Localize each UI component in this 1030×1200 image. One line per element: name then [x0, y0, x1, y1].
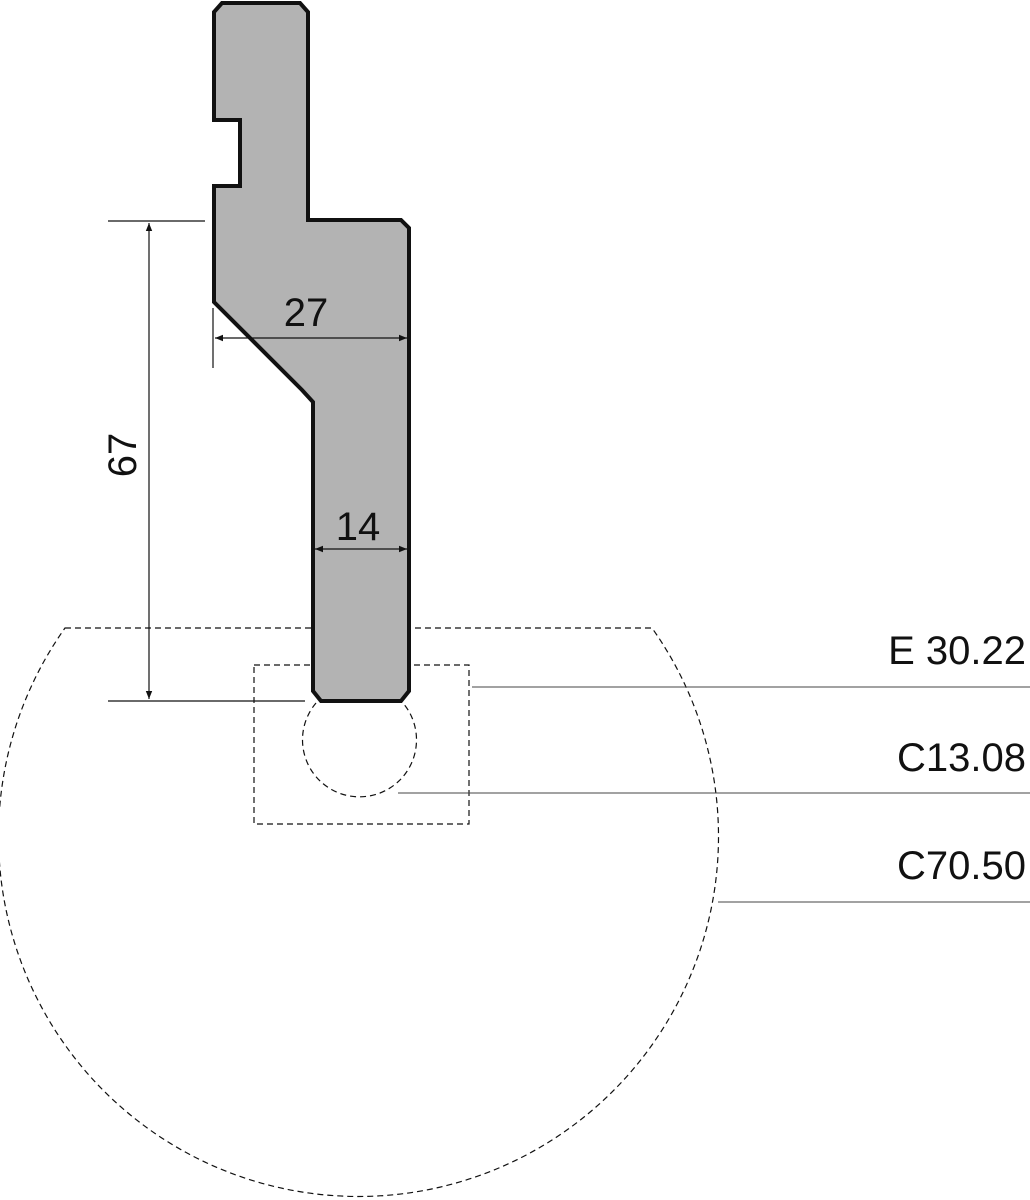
clearance-circle-large — [0, 627, 720, 1198]
clearance-circle-small — [301, 702, 418, 798]
callout-label-c-large: C70.50 — [897, 844, 1026, 888]
callout-label-e: E 30.22 — [888, 629, 1026, 673]
width-top-dimension-label: 27 — [284, 291, 329, 335]
tool-profile — [212, 1, 411, 703]
height-dimension-label: 67 — [101, 433, 145, 478]
callout-label-c-small: C13.08 — [897, 736, 1026, 780]
clearance-rect — [253, 664, 470, 825]
width-tip-dimension-label: 14 — [336, 505, 381, 549]
